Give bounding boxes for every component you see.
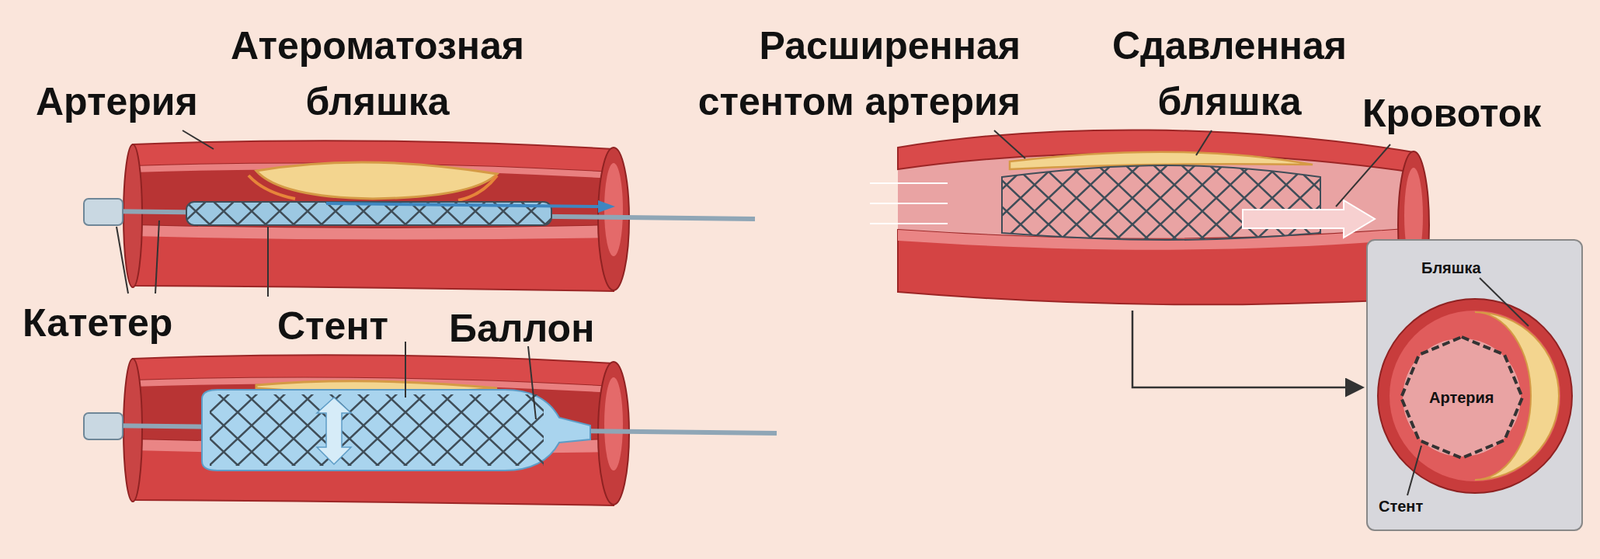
artery-stented [869,129,1430,305]
compressed-plaque-label: Сдавленная бляшка [1081,17,1378,130]
leader-lines [116,130,1529,496]
inset-plaque-label: Бляшка [1421,258,1482,278]
inset-stent-label: Стент [1378,497,1423,516]
expanded-artery-label: Расширенная стентом артерия [632,17,1021,130]
plaque-label: Атероматозная бляшка [191,17,564,130]
artery-balloon [83,354,777,506]
inset-artery-label: Артерия [1429,388,1495,407]
cross-section-inset [1132,240,1583,531]
balloon-label: Баллон [448,300,595,357]
catheter-label: Катетер [22,295,173,352]
artery-before [83,140,755,292]
blood-flow-label: Кровоток [1362,85,1541,142]
artery-label: Артерия [35,73,199,130]
stent-label: Стент [277,298,389,355]
